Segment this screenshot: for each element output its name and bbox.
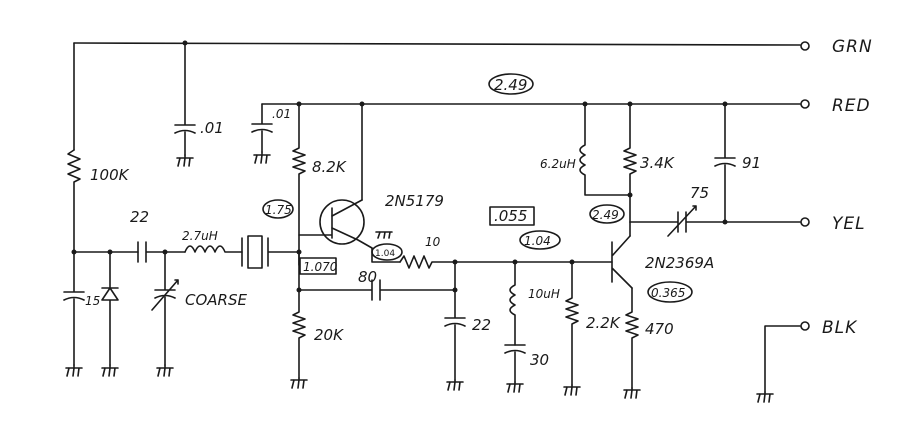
rail-voltage: 2.49 [494, 76, 527, 94]
q2-transistor [611, 235, 633, 289]
q2-emitter-voltage-marker [647, 281, 693, 303]
varactor-diode [101, 251, 119, 366]
ground-symbol [623, 389, 641, 399]
cap-01-a-wire [174, 42, 196, 156]
cap-30-label: 30 [530, 351, 549, 369]
resistor-100k [67, 149, 81, 253]
cap-22-a-label: 22 [130, 208, 149, 226]
ground-symbol [375, 231, 393, 239]
ground-symbol [563, 386, 581, 396]
q1-base [298, 207, 333, 239]
q1-emitter-voltage: 1.04 [375, 249, 395, 259]
q2-collector-voltage: 2.49 [592, 208, 619, 222]
cap-22-b [444, 261, 466, 381]
ground-symbol [101, 367, 119, 377]
inductor-6u2-label: 6.2uH [540, 157, 576, 171]
trimmer-75-label: 75 [690, 184, 709, 202]
ground-symbol [156, 367, 174, 377]
cap-80 [298, 279, 456, 301]
cap-01-b-wire [251, 103, 273, 153]
trimmer-75 [667, 205, 697, 237]
q1-emitter [331, 227, 373, 249]
resistor-20k-label: 20K [314, 326, 344, 344]
resistor-470-label: 470 [645, 320, 674, 338]
yel-terminal [800, 217, 810, 227]
ground-symbol [176, 157, 194, 167]
blk-wire [764, 325, 801, 393]
q1-emitter-wire [371, 247, 401, 263]
inductor-6u2 [579, 103, 631, 196]
cap-22-b-label: 22 [472, 316, 491, 334]
cap-22-series [137, 241, 186, 263]
coarse-trimmer-cap [151, 251, 179, 366]
q2-collector-voltage-marker [589, 204, 625, 224]
resistor-3k4 [623, 103, 637, 223]
q2-base-a-voltage-marker [489, 206, 535, 226]
cap-15-label: 15 [85, 294, 100, 308]
q2-part-label: 2N2369A [645, 254, 714, 272]
q2-emitter-voltage: 0.365 [651, 286, 685, 300]
grn-terminal [800, 41, 810, 51]
junction [627, 192, 633, 198]
q1-emitter-node-voltage: 1.070 [303, 260, 338, 274]
inductor-10u [509, 261, 516, 346]
resistor-470 [625, 287, 639, 389]
crystal [241, 235, 300, 269]
q1-transistor [319, 199, 365, 245]
inductor-2u7 [184, 245, 243, 253]
ground-symbol [290, 379, 308, 389]
ground-symbol [446, 381, 464, 391]
resistor-2k2 [565, 261, 579, 386]
red-label: RED [832, 96, 871, 116]
cap-30 [504, 344, 526, 383]
cap-01-a-label: .01 [200, 119, 224, 137]
cap-91-label: 91 [742, 154, 761, 172]
ground-symbol [756, 393, 774, 403]
coarse-label: COARSE [185, 291, 247, 309]
q1-part-label: 2N5179 [385, 192, 444, 210]
grn-rail-wire [73, 42, 801, 46]
inductor-10u-label: 10uH [528, 287, 560, 301]
resistor-8k2-label: 8.2K [312, 158, 347, 176]
rail-voltage-marker [488, 73, 534, 95]
q1-emitter-node-marker [299, 257, 337, 275]
resistor-2k2-label: 2.2K [586, 314, 621, 332]
red-terminal [800, 99, 810, 109]
q1-base-voltage-marker [262, 199, 294, 219]
q1-collector [331, 199, 363, 217]
blk-terminal [800, 321, 810, 331]
resistor-10-label: 10 [425, 235, 441, 249]
blk-label: BLK [822, 318, 858, 338]
cap-15 [63, 251, 85, 366]
cap-91 [714, 103, 736, 223]
ground-symbol [506, 383, 524, 393]
resistor-3k4-label: 3.4K [640, 154, 675, 172]
inductor-2u7-label: 2.7uH [182, 229, 218, 243]
cap-01-b-label: .01 [272, 107, 291, 121]
cap-80-label: 80 [358, 268, 377, 286]
resistor-8k2 [292, 103, 306, 266]
yel-label: YEL [832, 214, 866, 234]
q1-base-voltage: 1.75 [265, 203, 292, 217]
ground-symbol [253, 154, 271, 164]
ground-symbol [65, 367, 83, 377]
q2-base-b-voltage-marker [519, 230, 561, 250]
q2-base-a-voltage: .055 [494, 207, 527, 225]
resistor-20k [292, 289, 306, 379]
yel-wire [629, 211, 801, 233]
resistor-10 [399, 255, 456, 269]
grn-label: GRN [832, 37, 873, 57]
resistor-100k-label: 100K [90, 166, 130, 184]
q2-base-b-voltage: 1.04 [524, 234, 551, 248]
